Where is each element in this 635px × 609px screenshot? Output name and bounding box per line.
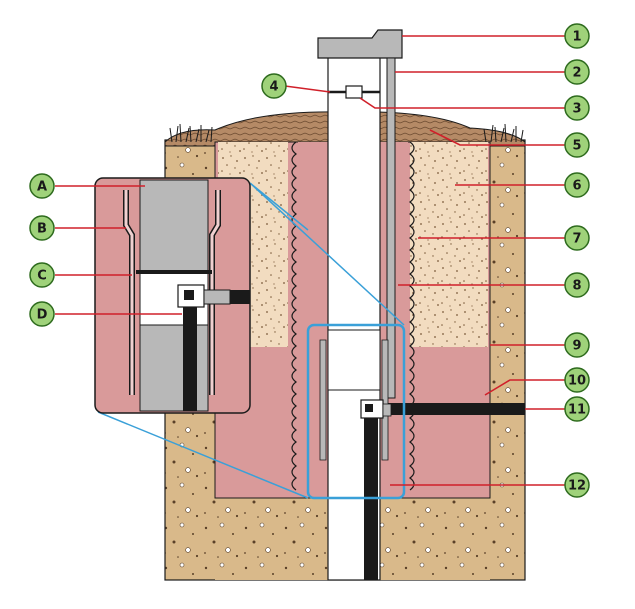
number-label-5: 5 — [564, 132, 590, 158]
number-label-11: 11 — [564, 396, 590, 422]
number-label-text: 7 — [572, 232, 581, 247]
well-cap — [317, 29, 403, 59]
number-label-1: 1 — [564, 23, 590, 49]
drop-pipe-black — [364, 410, 378, 580]
callout-line-4 — [284, 85, 331, 93]
number-label-7: 7 — [564, 225, 590, 251]
letter-label-text: C — [37, 269, 47, 284]
drop-pipe-upper — [327, 329, 381, 391]
callout-line-5 — [429, 129, 565, 146]
water-line — [388, 403, 525, 415]
letter-label-text: A — [37, 180, 47, 195]
number-label-text: 8 — [572, 279, 581, 294]
borehole-wall-right — [409, 141, 415, 491]
number-label-9: 9 — [564, 332, 590, 358]
number-label-text: 1 — [572, 30, 581, 45]
borehole-wall-left — [291, 141, 297, 491]
number-label-6: 6 — [564, 172, 590, 198]
number-label-4: 4 — [261, 73, 287, 99]
number-label-10: 10 — [564, 367, 590, 393]
number-label-text: 2 — [572, 66, 581, 81]
number-label-8: 8 — [564, 272, 590, 298]
letter-label-C: C — [29, 262, 55, 288]
letter-label-text: D — [37, 308, 48, 323]
inset-focus-frame — [306, 323, 406, 500]
letter-label-text: B — [37, 222, 47, 237]
number-label-2: 2 — [564, 59, 590, 85]
number-label-12: 12 — [564, 472, 590, 498]
inset-detail — [94, 177, 251, 414]
callout-line-10 — [484, 379, 565, 396]
callout-line-3 — [359, 97, 565, 109]
number-label-text: 9 — [572, 339, 581, 354]
number-label-text: 6 — [572, 179, 581, 194]
letter-label-A: A — [29, 173, 55, 199]
grass-left — [169, 123, 213, 143]
number-label-3: 3 — [564, 95, 590, 121]
grass-right — [483, 123, 524, 143]
letter-label-D: D — [29, 301, 55, 327]
number-label-text: 12 — [568, 479, 586, 494]
sand-right — [410, 142, 488, 347]
number-label-text: 11 — [568, 403, 586, 418]
letter-label-B: B — [29, 215, 55, 241]
number-label-text: 4 — [269, 80, 278, 95]
number-label-text: 5 — [572, 139, 581, 154]
conduit-pipe — [386, 57, 396, 399]
wire-connector — [345, 85, 363, 99]
number-label-text: 3 — [572, 102, 581, 117]
number-label-text: 10 — [568, 374, 586, 389]
